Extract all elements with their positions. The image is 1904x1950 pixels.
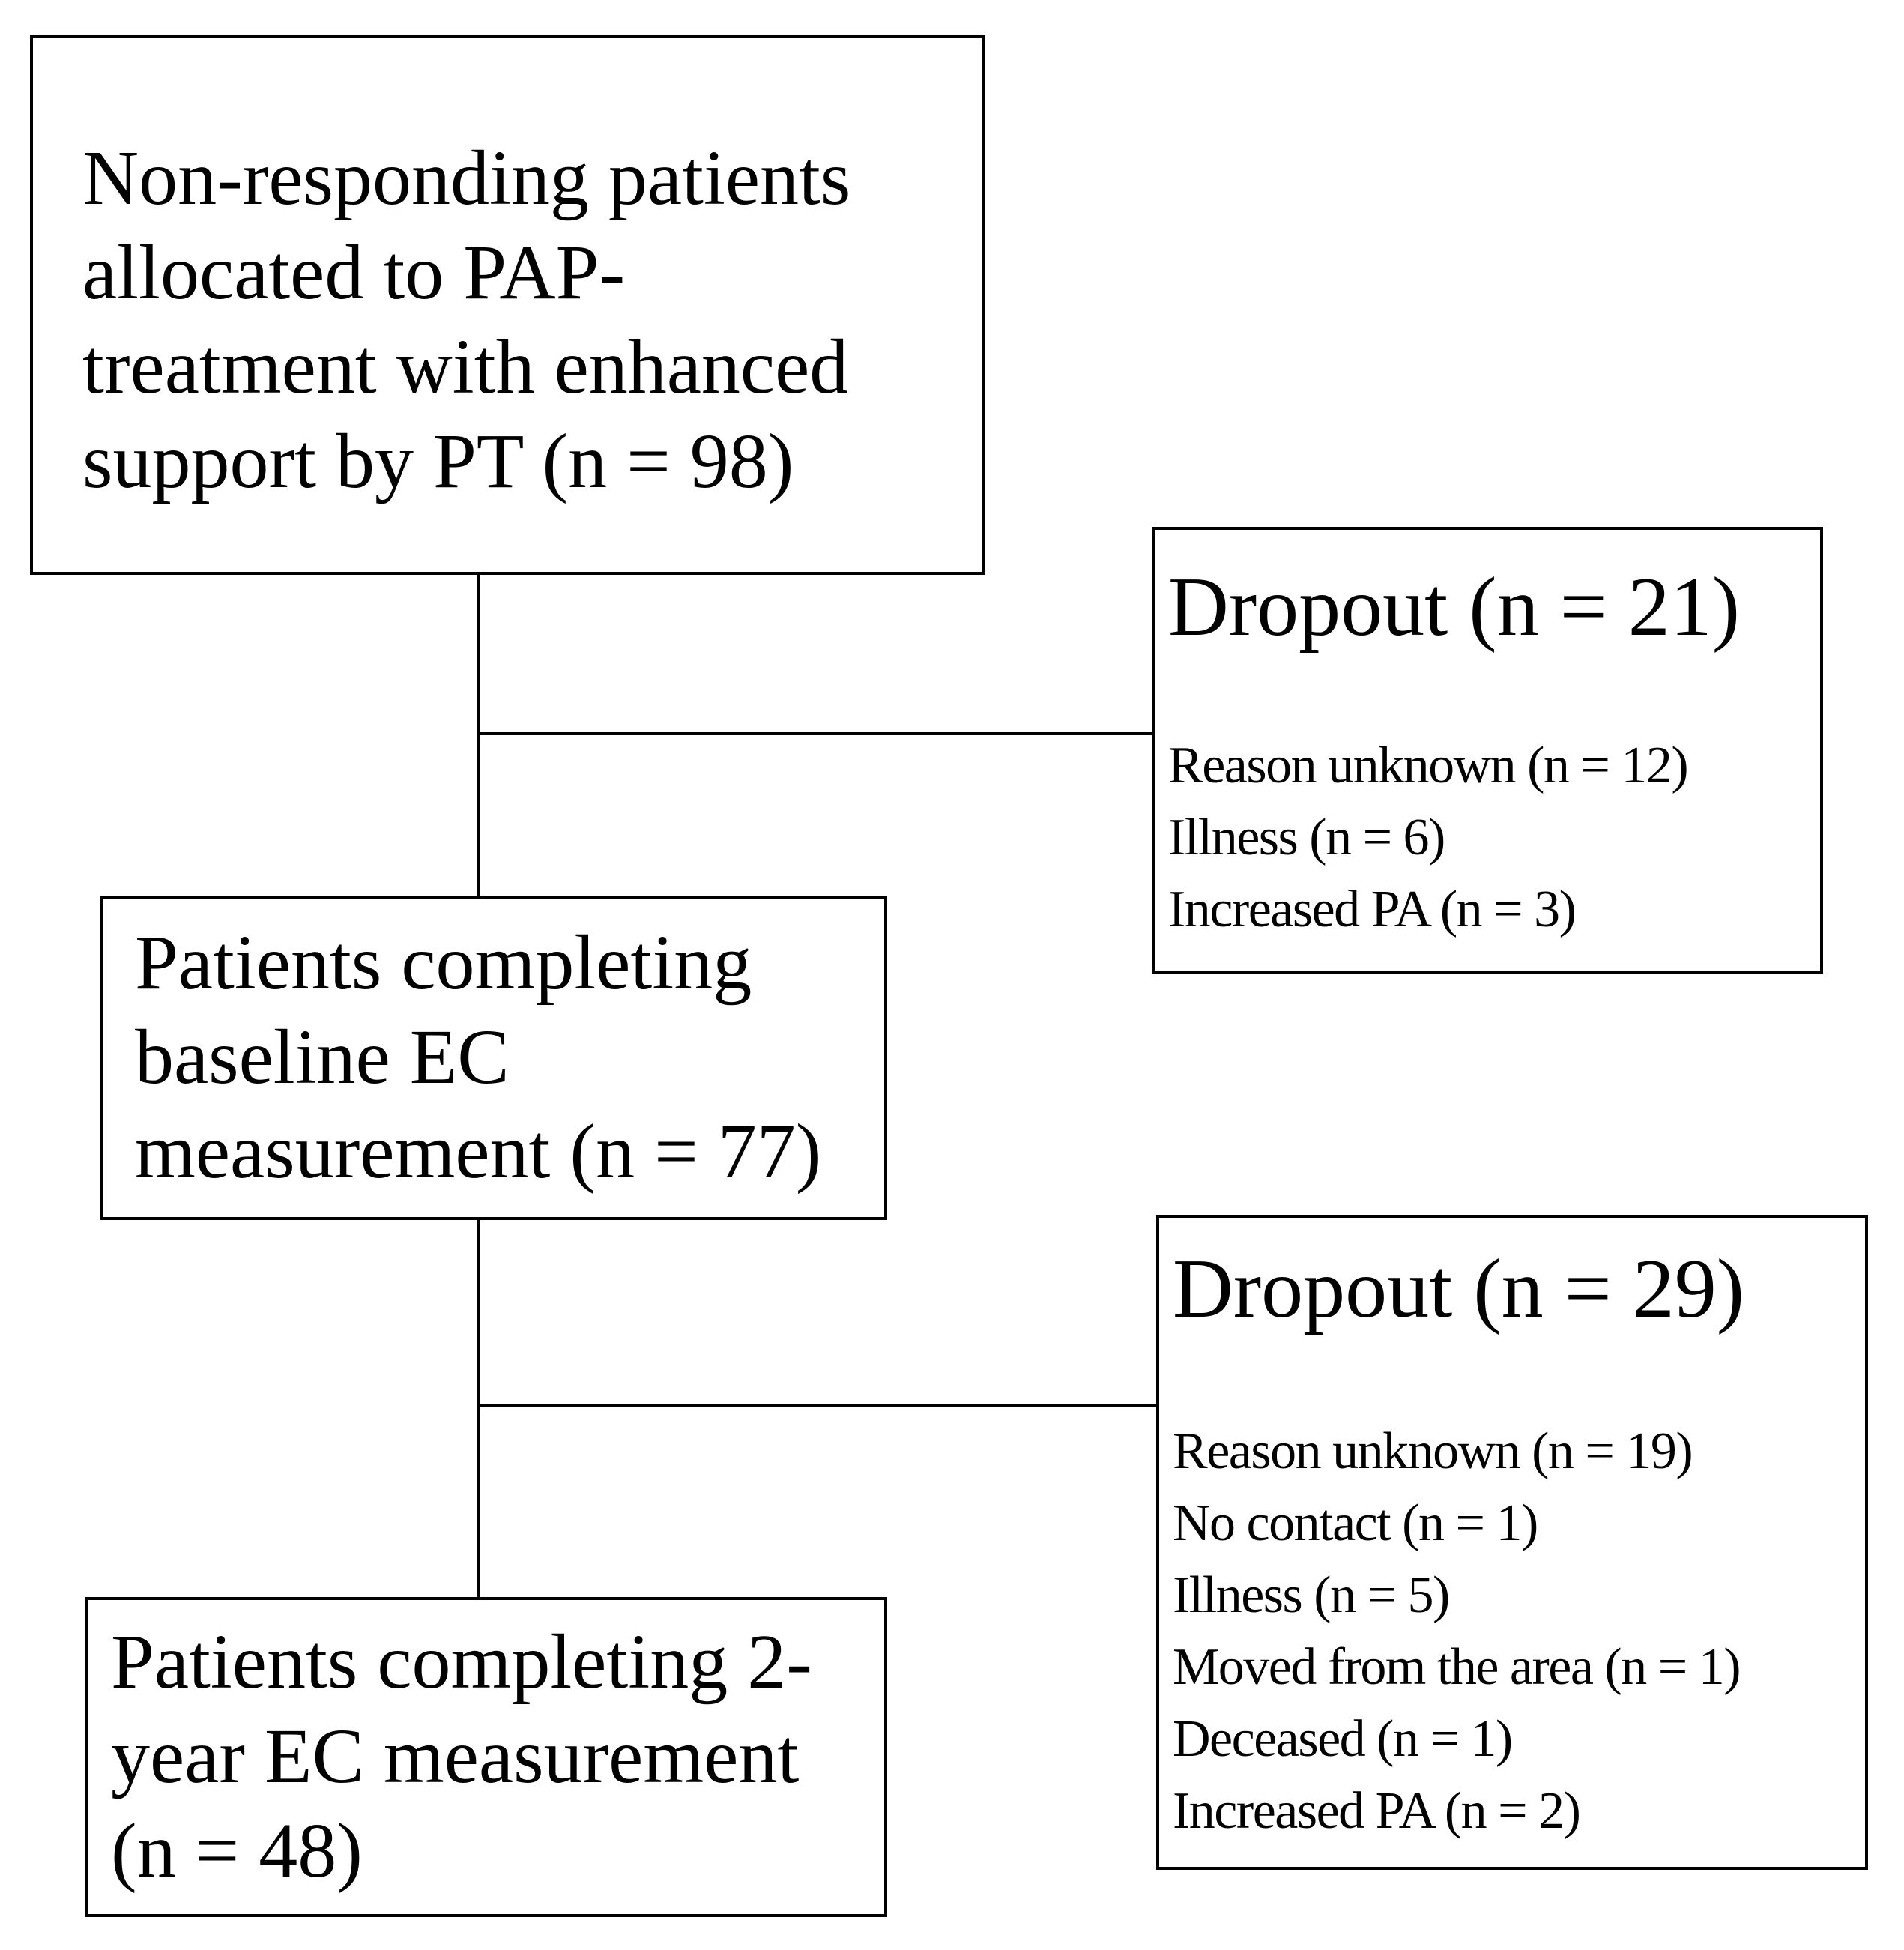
dropout1-title: Dropout (n = 21)	[1168, 561, 1741, 653]
dropout2-box: Dropout (n = 29) Reason unknown (n = 19)…	[1156, 1215, 1868, 1870]
twoyear-line-2: year EC measurement	[111, 1713, 800, 1799]
start-line-4: support by PT (n = 98)	[82, 418, 794, 504]
start-box-text: Non-responding patients allocated to PAP…	[82, 131, 850, 509]
dropout1-reason: Reason unknown (n = 12)	[1168, 737, 1689, 794]
start-line-1: Non-responding patients	[82, 135, 851, 221]
baseline-line-1: Patients completing	[135, 920, 752, 1006]
baseline-box: Patients completing baseline EC measurem…	[100, 896, 887, 1220]
twoyear-line-3: (n = 48)	[111, 1808, 363, 1894]
connector-baseline-to-twoyear	[477, 1218, 480, 1597]
dropout2-reason: No contact (n = 1)	[1173, 1494, 1538, 1552]
baseline-box-text: Patients completing baseline EC measurem…	[135, 916, 821, 1199]
start-line-3: treatment with enhanced	[82, 324, 849, 410]
connector-to-dropout2	[477, 1404, 1156, 1407]
dropout1-reasons: Reason unknown (n = 12) Illness (n = 6) …	[1168, 730, 1689, 946]
dropout2-reason: Reason unknown (n = 19)	[1173, 1422, 1693, 1480]
baseline-line-2: baseline EC	[135, 1014, 510, 1100]
dropout2-title: Dropout (n = 29)	[1173, 1243, 1745, 1335]
dropout1-reason: Increased PA (n = 3)	[1168, 881, 1577, 938]
dropout1-box: Dropout (n = 21) Reason unknown (n = 12)…	[1152, 527, 1823, 974]
dropout2-reason: Illness (n = 5)	[1173, 1566, 1450, 1624]
twoyear-box: Patients completing 2- year EC measureme…	[85, 1597, 887, 1917]
twoyear-line-1: Patients completing 2-	[111, 1619, 812, 1705]
connector-start-to-baseline	[477, 572, 480, 899]
connector-to-dropout1	[477, 732, 1152, 735]
start-box: Non-responding patients allocated to PAP…	[30, 35, 985, 575]
dropout2-reason: Deceased (n = 1)	[1173, 1710, 1513, 1768]
dropout2-reason: Increased PA (n = 2)	[1173, 1782, 1581, 1840]
twoyear-box-text: Patients completing 2- year EC measureme…	[111, 1615, 812, 1898]
dropout1-reason: Illness (n = 6)	[1168, 809, 1445, 866]
dropout2-reasons: Reason unknown (n = 19) No contact (n = …	[1173, 1416, 1741, 1847]
start-line-2: allocated to PAP-	[82, 229, 626, 316]
baseline-line-3: measurement (n = 77)	[135, 1108, 822, 1195]
dropout2-reason: Moved from the area (n = 1)	[1173, 1638, 1741, 1696]
